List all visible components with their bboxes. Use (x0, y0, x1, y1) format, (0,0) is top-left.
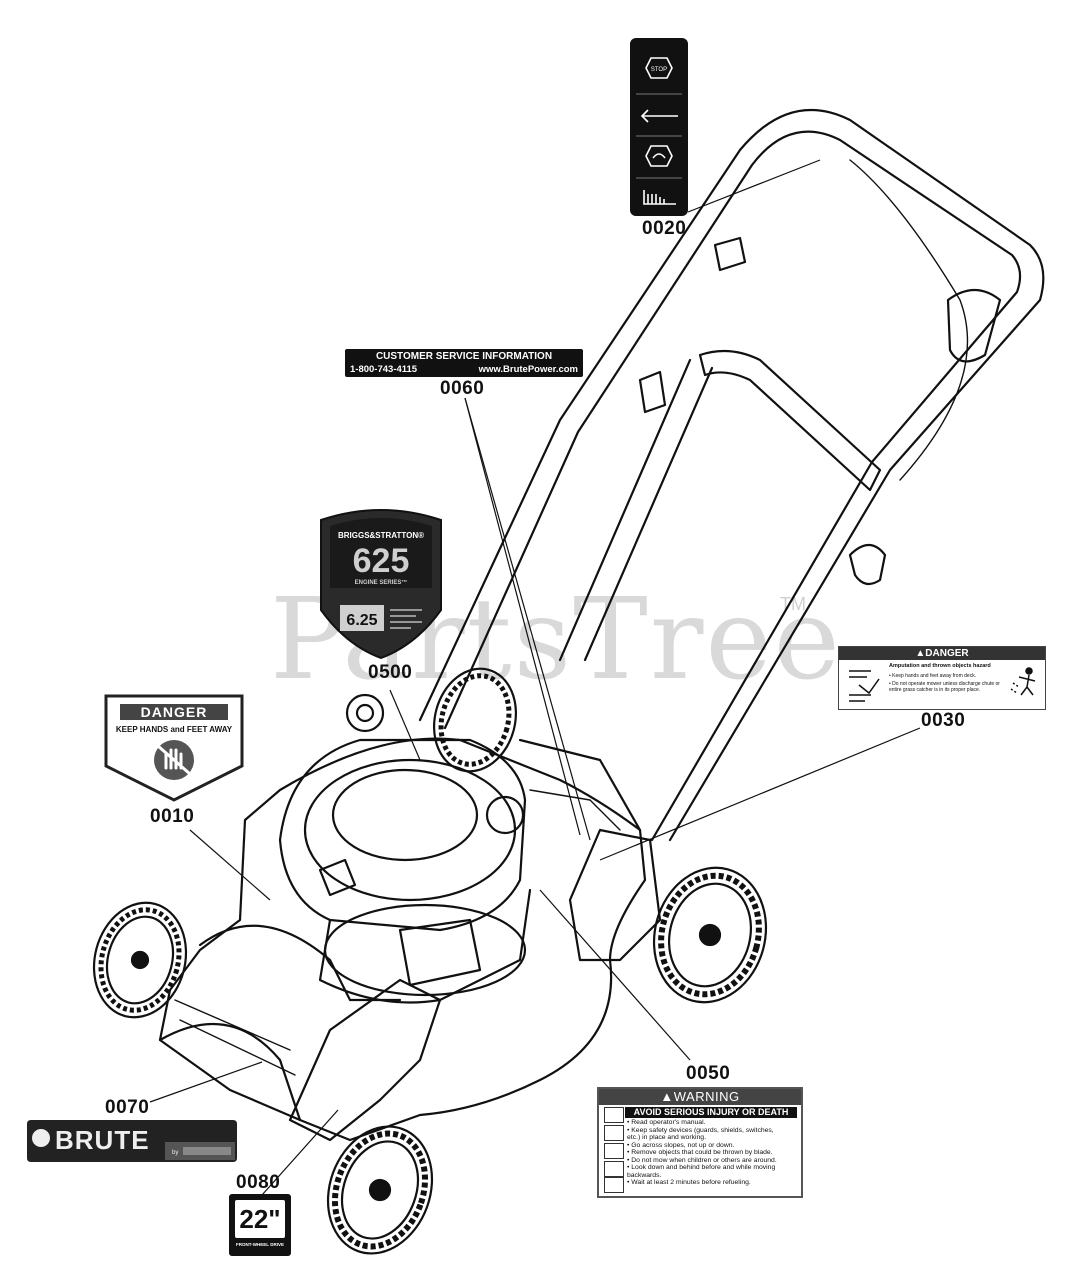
mower-deck (158, 737, 647, 1142)
decal-0080-footer: FRONT-WHEEL DRIVE (236, 1242, 284, 1247)
callout-0050: 0050 (686, 1063, 731, 1084)
decal-0030: ▲DANGER Amputation and thrown objects ha… (838, 646, 1046, 710)
callout-0020: 0020 (642, 218, 687, 239)
decal-0500-brand: BRIGGS&STRATTON® (338, 531, 424, 540)
decal-0500: BRIGGS&STRATTON® 625 ENGINE SERIES™ 6.25 (316, 500, 446, 660)
manual-icon (604, 1107, 624, 1123)
decal-0020: STOP (630, 38, 688, 216)
fire-icon (604, 1177, 624, 1193)
throttle-icon (643, 190, 676, 205)
callout-0500: 0500 (368, 662, 413, 683)
decal-0030-subtitle: Amputation and thrown objects hazard (889, 663, 991, 669)
decal-0500-model: 625 (353, 542, 410, 580)
decal-0500-series: ENGINE SERIES™ (355, 579, 408, 586)
wheel-rear-right (652, 866, 768, 1004)
thrown-objects-icon (604, 1161, 624, 1177)
leader-0020 (687, 159, 821, 213)
decal-0060-web: www.BrutePower.com (478, 364, 578, 375)
decal-0060-phone: 1-800-743-4115 (350, 364, 418, 375)
decal-0050-line: • Keep safety devices (guards, shields, … (627, 1126, 774, 1134)
decal-0050-line: • Look down and behind before and while … (627, 1164, 776, 1171)
decal-0500-torque: 6.25 (346, 612, 377, 629)
decal-0050-line: • Go across slopes, not up or down. (627, 1141, 735, 1149)
callout-0030: 0030 (921, 710, 966, 731)
decal-0030-bullet: • Do not operate mower unless discharge … (889, 681, 1000, 693)
wheel-front-left (92, 901, 188, 1019)
decal-0050-title: AVOID SERIOUS INJURY OR DEATH (625, 1107, 797, 1118)
decal-0080-size: 22" (235, 1200, 285, 1238)
hand-hazard-icon (849, 670, 880, 702)
handle-inner (443, 130, 1022, 842)
decal-0020-stop-label: STOP (651, 67, 667, 73)
decal-0050: ▲WARNING AVOID SERIOUS INJURY OR DEATH •… (597, 1087, 803, 1198)
leader-0060 (464, 397, 591, 841)
callout-0070: 0070 (105, 1097, 150, 1118)
handle-crossbar (698, 349, 882, 492)
decal-0020-icons: STOP (636, 57, 682, 205)
decal-0050-line: • Wait at least 2 minutes before refueli… (627, 1179, 751, 1186)
decal-0050-line: • Remove objects that could be thrown by… (627, 1149, 773, 1156)
leader-0030 (599, 727, 921, 861)
decal-0060-title: CUSTOMER SERVICE INFORMATION (375, 351, 553, 362)
decal-0010: DANGER KEEP HANDS and FEET AWAY (104, 692, 244, 802)
brute-logo-icon (32, 1129, 50, 1147)
decal-0070: BRUTE by (27, 1120, 237, 1162)
decal-0080: 22" FRONT-WHEEL DRIVE (229, 1194, 291, 1256)
decal-0060: CUSTOMER SERVICE INFORMATION 1-800-743-4… (345, 349, 583, 377)
callout-0010: 0010 (150, 806, 195, 827)
wheel-front-right (326, 1125, 434, 1255)
decal-0050-header: ▲WARNING (599, 1089, 801, 1105)
decal-0050-line: backwards. (627, 1171, 662, 1179)
slope-icon (604, 1143, 624, 1159)
decal-0050-line: • Read operator's manual. (627, 1119, 706, 1126)
decal-0010-header: DANGER (141, 704, 208, 720)
decal-0010-text: KEEP HANDS and FEET AWAY (116, 725, 233, 734)
leader-0080 (261, 1109, 339, 1196)
leader-0010 (189, 829, 271, 901)
leader-0500 (389, 689, 421, 761)
engine-start-icon (645, 145, 673, 167)
decal-0050-line: • Do not mow when children or others are… (627, 1156, 777, 1164)
decal-0050-line: etc.) in place and working. (627, 1134, 706, 1141)
decal-0070-by: by (172, 1150, 178, 1156)
wheel-rear-left (432, 667, 518, 773)
decal-0030-header: ▲DANGER (839, 647, 1045, 660)
stop-icon (645, 57, 673, 79)
engine-body (278, 738, 527, 932)
leader-0050 (539, 889, 691, 1061)
thrown-objects-icon (1010, 667, 1036, 696)
decal-0030-bullet: • Keep hands and feet away from deck. (889, 673, 977, 679)
leader-0060b (464, 397, 581, 836)
handle-outer (418, 108, 1045, 842)
decal-0070-brand: BRUTE (55, 1125, 150, 1155)
leader-0070 (149, 1061, 263, 1103)
callout-0060: 0060 (440, 378, 485, 399)
no-children-icon (604, 1125, 624, 1141)
callout-0080: 0080 (236, 1172, 281, 1193)
